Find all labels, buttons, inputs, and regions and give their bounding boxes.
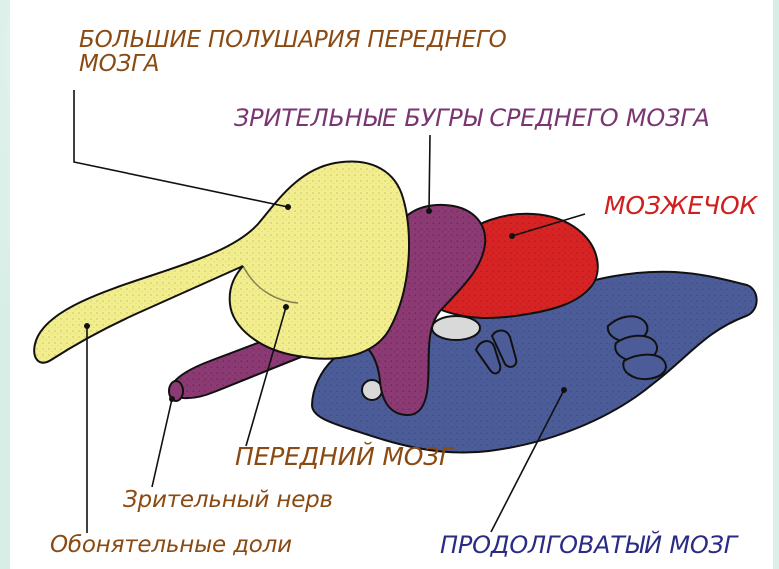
- label-optic-lobes-text: ЗРИТЕЛЬНЫЕ БУГРЫ СРЕДНЕГО МОЗГА: [234, 104, 710, 132]
- label-olfactory-lobes: Обонятельные доли: [50, 533, 292, 557]
- label-cerebellum: МОЗЖЕЧОК: [604, 193, 757, 219]
- label-optic-nerve-text: Зрительный нерв: [123, 487, 333, 513]
- label-optic-nerve: Зрительный нерв: [123, 488, 333, 512]
- label-cerebellum-text: МОЗЖЕЧОК: [604, 191, 757, 220]
- cerebral-hemispheres-region: [34, 162, 409, 363]
- leader-optic-nerve: [152, 399, 172, 487]
- label-forebrain-text: ПЕРЕДНИЙ МОЗГ: [235, 442, 453, 471]
- label-forebrain: ПЕРЕДНИЙ МОЗГ: [235, 444, 453, 470]
- leader-optic-lobes: [429, 135, 430, 211]
- label-optic-lobes: ЗРИТЕЛЬНЫЕ БУГРЫ СРЕДНЕГО МОЗГА: [234, 106, 710, 131]
- cerebral-hemispheres-shading: [34, 162, 409, 363]
- label-medulla-text: ПРОДОЛГОВАТЫЙ МОЗГ: [440, 531, 737, 559]
- label-medulla: ПРОДОЛГОВАТЫЙ МОЗГ: [440, 533, 737, 558]
- label-olfactory-lobes-text: Обонятельные доли: [50, 532, 292, 558]
